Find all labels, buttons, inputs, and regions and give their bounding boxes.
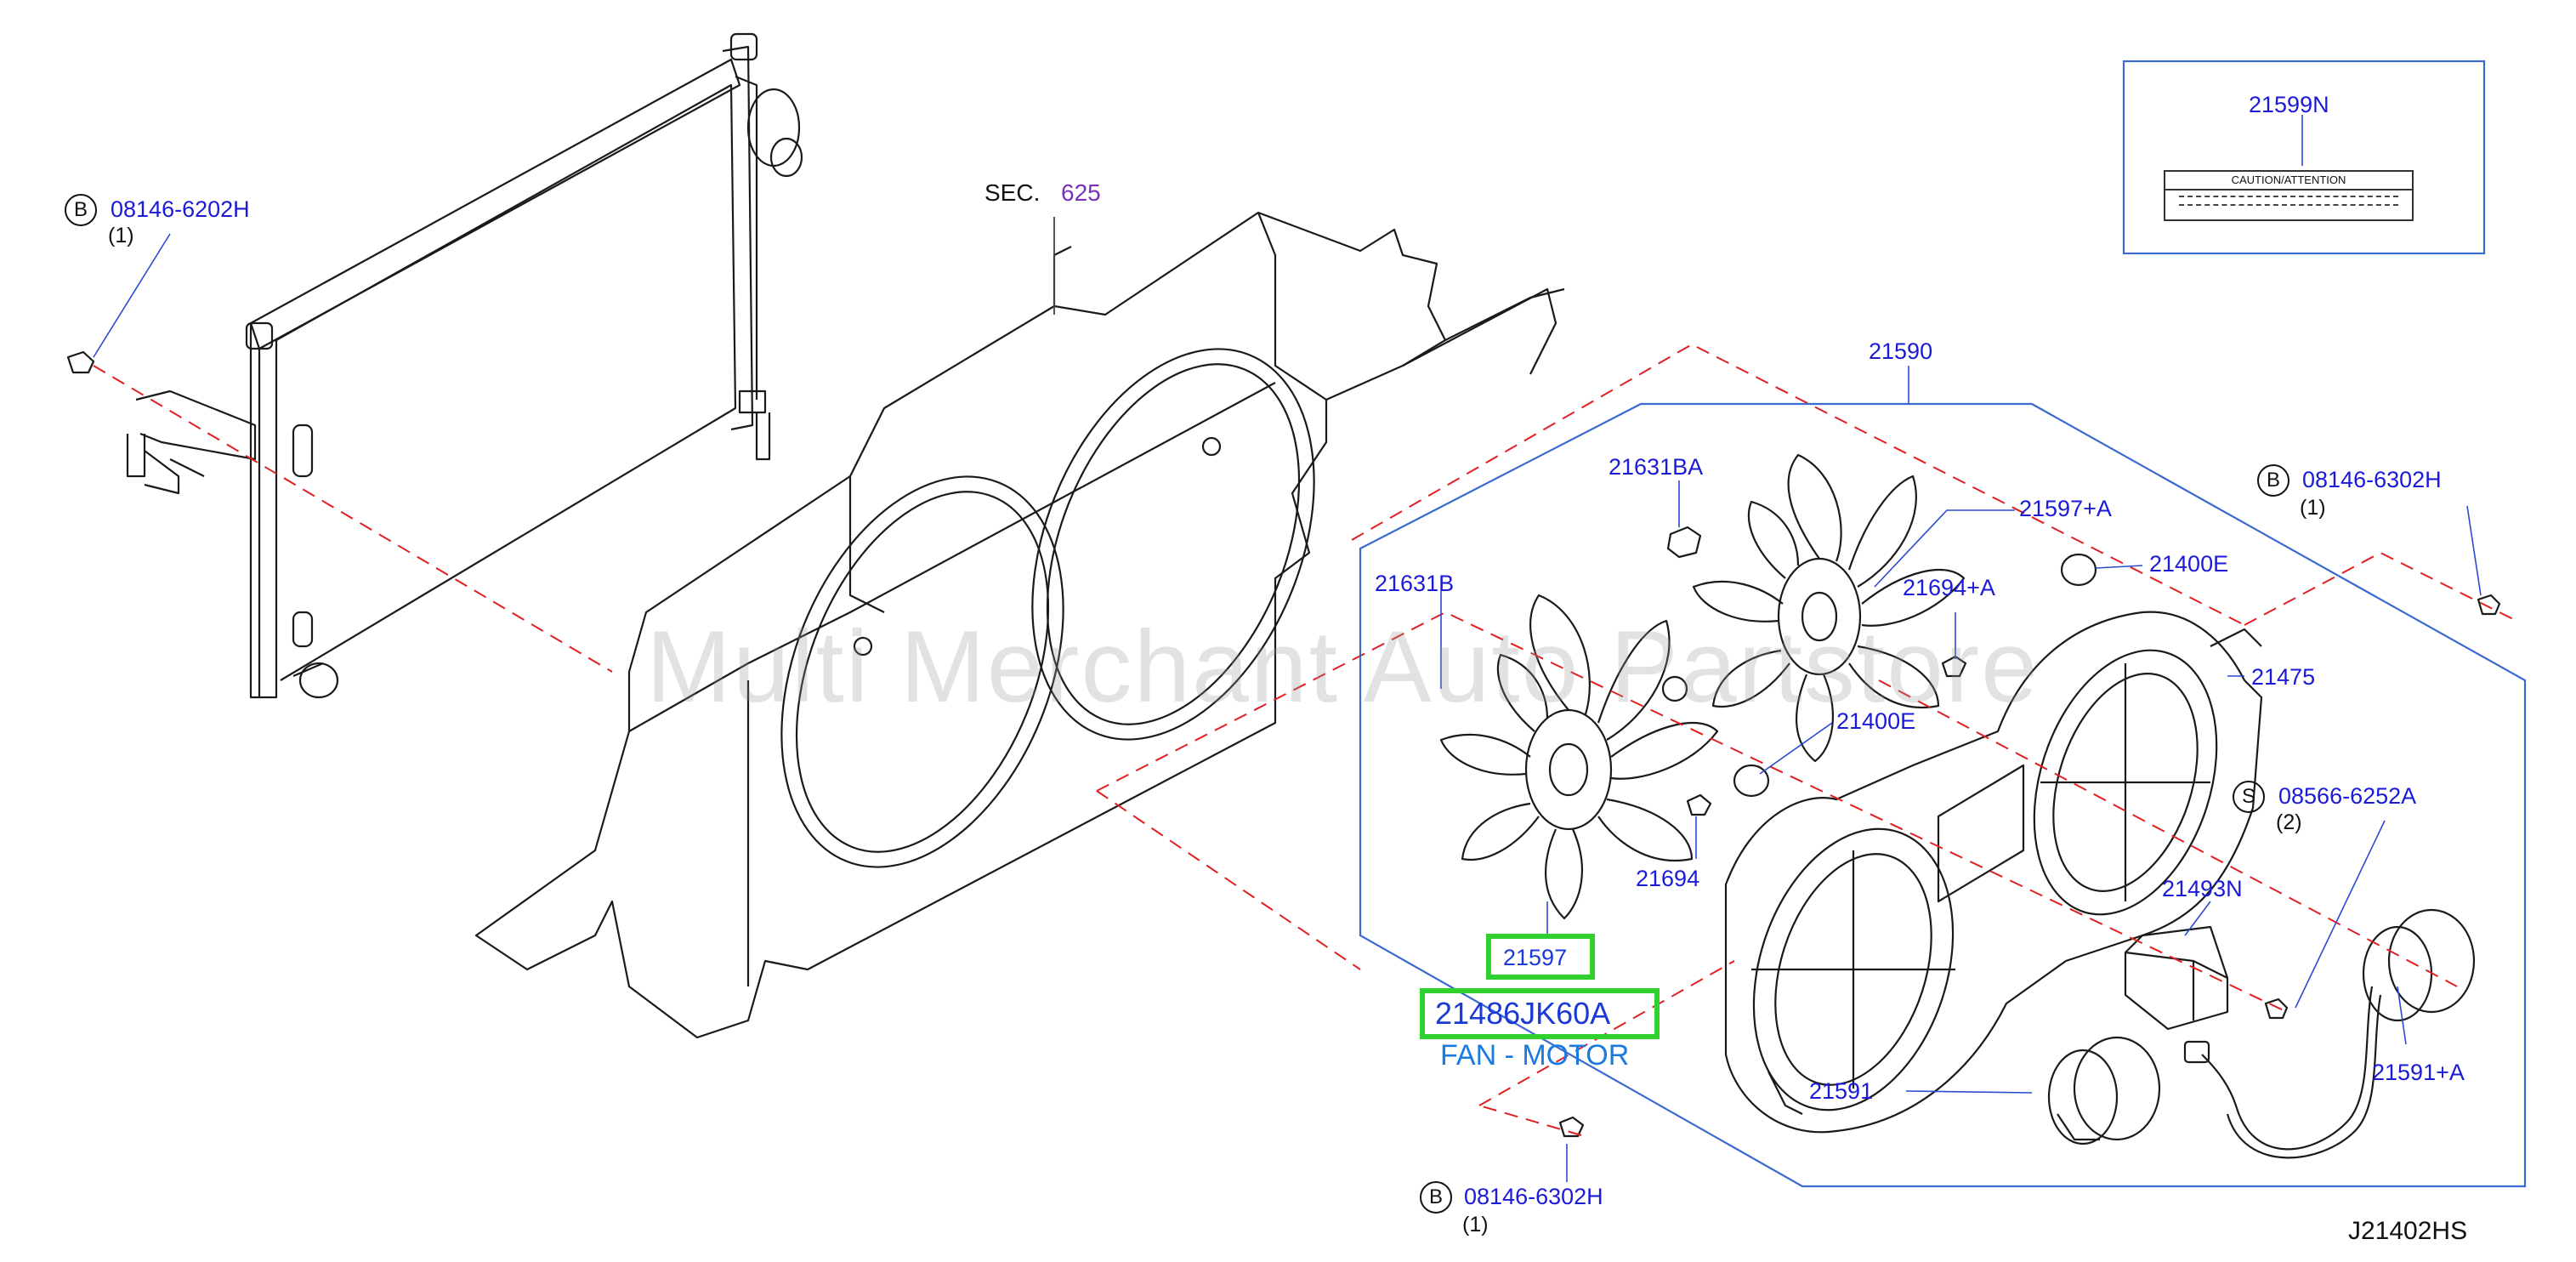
highlight-box-21486jk60a bbox=[1420, 988, 1660, 1039]
radiator-drawing bbox=[126, 32, 803, 699]
part-08146-6302h-label[interactable]: 08146-6302H bbox=[1464, 1184, 1603, 1209]
caution-label-header: CAUTION/ATTENTION bbox=[2165, 172, 2412, 190]
motor-21591-drawing bbox=[2047, 1036, 2161, 1145]
part-quantity: (1) bbox=[2300, 496, 2326, 520]
bolt-circle-b: B bbox=[2257, 464, 2289, 497]
fasteners-drawing bbox=[66, 350, 2501, 1138]
part-21400e-mid-label[interactable]: 21400E bbox=[1836, 708, 1916, 734]
part-21694a-label[interactable]: 21694+A bbox=[1903, 575, 1995, 600]
shroud-frame-drawing bbox=[474, 211, 1565, 1039]
part-21597-label[interactable]: 21597 bbox=[1503, 945, 1568, 970]
part-21400e-top-label[interactable]: 21400E bbox=[2149, 551, 2229, 577]
part-quantity: (2) bbox=[2276, 810, 2302, 834]
assembly-21590-outline bbox=[1359, 60, 2527, 1188]
part-21694-label[interactable]: 21694 bbox=[1636, 866, 1700, 891]
part-21591a-label[interactable]: 21591+A bbox=[2372, 1060, 2465, 1085]
caution-label-line bbox=[2179, 196, 2398, 202]
part-21631b-label[interactable]: 21631B bbox=[1375, 571, 1455, 596]
fan-21597-drawing bbox=[1439, 594, 1719, 920]
diagram-code: J21402HS bbox=[2348, 1217, 2468, 1245]
screw-circle-s: S bbox=[2233, 781, 2265, 813]
part-08146-6302h-label[interactable]: 08146-6302H bbox=[2302, 467, 2442, 492]
part-21590-label[interactable]: 21590 bbox=[1869, 338, 1933, 364]
bolt-circle-b: B bbox=[1420, 1181, 1452, 1214]
section-prefix: SEC. bbox=[984, 179, 1041, 206]
part-21486jk60a-label[interactable]: 21486JK60A bbox=[1435, 996, 1611, 1031]
section-number-link[interactable]: 625 bbox=[1061, 179, 1101, 206]
part-21599n-label[interactable]: 21599N bbox=[2249, 92, 2329, 117]
explode-lines bbox=[93, 343, 2517, 1136]
caution-label-card: CAUTION/ATTENTION bbox=[2164, 170, 2414, 221]
part-21597a-label[interactable]: 21597+A bbox=[2019, 496, 2112, 521]
highlight-box-21597 bbox=[1486, 934, 1595, 980]
part-08146-6202h-label[interactable]: 08146-6202H bbox=[111, 196, 250, 222]
fan-21597a-drawing bbox=[1692, 453, 1966, 763]
watermark: Multi Merchant Auto Partstore bbox=[646, 610, 2040, 724]
motor-21591a-drawing bbox=[2183, 908, 2476, 1159]
fan-motor-caption: FAN - MOTOR bbox=[1440, 1039, 1630, 1072]
caution-label-line bbox=[2179, 204, 2398, 211]
resistor-21493n-drawing bbox=[2124, 925, 2229, 1031]
part-21475-label[interactable]: 21475 bbox=[2251, 664, 2316, 690]
part-quantity: (1) bbox=[1462, 1213, 1489, 1236]
part-quantity: (1) bbox=[108, 224, 134, 247]
bolt-circle-b: B bbox=[65, 194, 97, 226]
part-21493n-label[interactable]: 21493N bbox=[2162, 876, 2243, 901]
leader-lines bbox=[93, 115, 2482, 1182]
part-21591-label[interactable]: 21591 bbox=[1809, 1078, 1874, 1104]
part-21631ba-label[interactable]: 21631BA bbox=[1609, 454, 1704, 480]
part-08566-6252a-label[interactable]: 08566-6252A bbox=[2278, 783, 2417, 809]
